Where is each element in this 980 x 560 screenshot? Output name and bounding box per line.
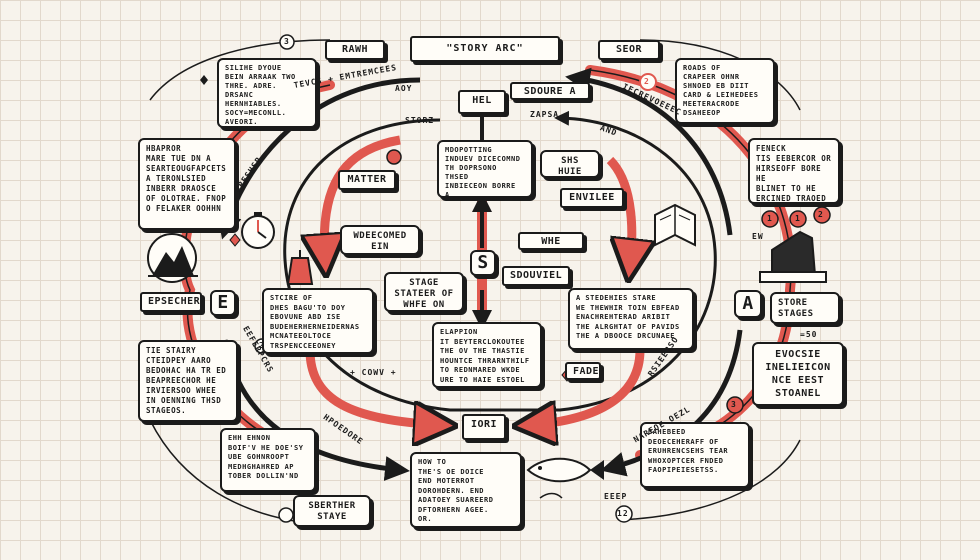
lamp-icon	[286, 250, 314, 285]
thin-connector	[619, 439, 801, 521]
node-fade: FADE	[565, 362, 601, 380]
node-top-right-text: ROADS OF CRAPEER OHNR SHNOED EB DIIT CAR…	[675, 58, 775, 124]
node-seor: SEOR	[598, 40, 660, 60]
flow-label: ZAPSA	[530, 110, 560, 119]
node-wdeecomed: WDEECOMED EIN PASTEEL	[340, 225, 420, 255]
badge-2-topright	[639, 73, 657, 91]
badge-number: 3	[731, 400, 737, 409]
red-connector-right	[606, 156, 632, 265]
node-stage: STAGE STATEER OF WHFE ON	[384, 272, 464, 312]
node-top-left-text: SILIHE DYOUE BEIN ARRAAK TWO THRE. ADRE.…	[217, 58, 317, 128]
diamond-icon	[229, 233, 241, 247]
node-sberther: SBERTHER STAYE	[293, 495, 371, 527]
red-connector-bottom	[305, 349, 440, 425]
node-whe-story: WHE STORY	[518, 232, 584, 250]
node-store-stages: STORE STAGES	[770, 292, 840, 324]
node-hel: HEL	[458, 90, 506, 114]
badge-red-left	[386, 149, 402, 165]
node-a-letter: A	[734, 290, 762, 318]
node-e-letter: E	[210, 290, 236, 316]
node-hbapror: HBAPROR MARE TUE DN A SEARTEOUGFAPCETS A…	[138, 138, 236, 230]
node-rawh: RAWH	[325, 40, 385, 60]
node-epsecher: EPSECHER	[140, 292, 202, 312]
badge-12	[615, 505, 633, 523]
node-matter: MATTER	[338, 170, 396, 190]
badge-number: 12	[617, 509, 629, 518]
building-icon	[759, 230, 827, 283]
flow-label: STORZ	[405, 116, 435, 125]
node-how-to: HOW TO THE'S OE DOICE END MOTERROT DOROH…	[410, 452, 522, 528]
red-connector-bottom-right	[530, 349, 645, 425]
node-sdouviel: SDOUVIEL	[502, 266, 570, 286]
mountain-icon	[147, 233, 198, 283]
diagram-title: "STORY ARC"	[410, 36, 560, 62]
book-icon	[654, 203, 696, 247]
badge-red-right	[761, 210, 779, 228]
flow-label: EEEP	[604, 492, 628, 501]
node-envilee: ENVILEE	[560, 188, 624, 208]
badge-number: 2	[818, 210, 824, 219]
node-evocsie: EVOCSIE INELIEICON NCE EEST STOANEL	[752, 342, 844, 406]
badge-red-right2	[789, 210, 807, 228]
flow-label: =50	[800, 330, 818, 339]
node-sdoure: SDOURE A	[510, 82, 590, 100]
black-arc-top-right	[565, 67, 733, 236]
badge-number: 1	[767, 214, 773, 223]
node-elappion: ELAPPION IT BEYTERCLOKOUTEE THE OV THE T…	[432, 322, 542, 388]
badge-number: 2	[644, 77, 650, 86]
fish-icon	[526, 457, 604, 499]
badge-number: 1	[795, 214, 801, 223]
badge-red-bottom-right	[726, 396, 744, 414]
stopwatch-icon	[241, 212, 275, 249]
node-stedehies: A STEDEHIES STARE WE THEWHIR TOIN EBFEAD…	[568, 288, 694, 350]
flow-label: + COWV +	[350, 368, 397, 377]
node-bahebeed: BAHEBEED DEOECEHERAFF OF ERUHRENCSEHS TE…	[640, 422, 750, 488]
node-stcire: STCIRE OF DHES BAGU'TO DOY EBOVUNE ABD I…	[262, 288, 374, 354]
badge-bottom-left	[278, 507, 294, 523]
node-mdopotting: MDOPOTTING INDUEV DICECOMND TH DOPRSONO …	[437, 140, 533, 198]
flow-label: EW	[752, 232, 764, 241]
node-s-letter: S	[470, 250, 496, 276]
node-ehhenon: EHH EHNON BOIF'V HE DOE'SY UBE GOHNROOPT…	[220, 428, 316, 492]
badge-number: 2	[259, 341, 265, 350]
node-feneck: FENECK TIS EEBERCOR OR HIRSEOFF BORE HE …	[748, 138, 840, 204]
node-tie-stairy: TIE STAIRY CTEIDPEY AARO BEDOHAC HA TR E…	[138, 340, 238, 422]
flow-label: AOY	[395, 84, 413, 93]
diamond-icon	[200, 75, 208, 85]
badge-number: 3	[284, 37, 290, 46]
thin-connector	[149, 39, 331, 101]
badge-3-top	[279, 34, 295, 50]
node-iori: IORI	[462, 414, 506, 440]
badge-red-right3	[813, 206, 831, 224]
node-estale: SHS HUIE ESTALE	[540, 150, 600, 178]
